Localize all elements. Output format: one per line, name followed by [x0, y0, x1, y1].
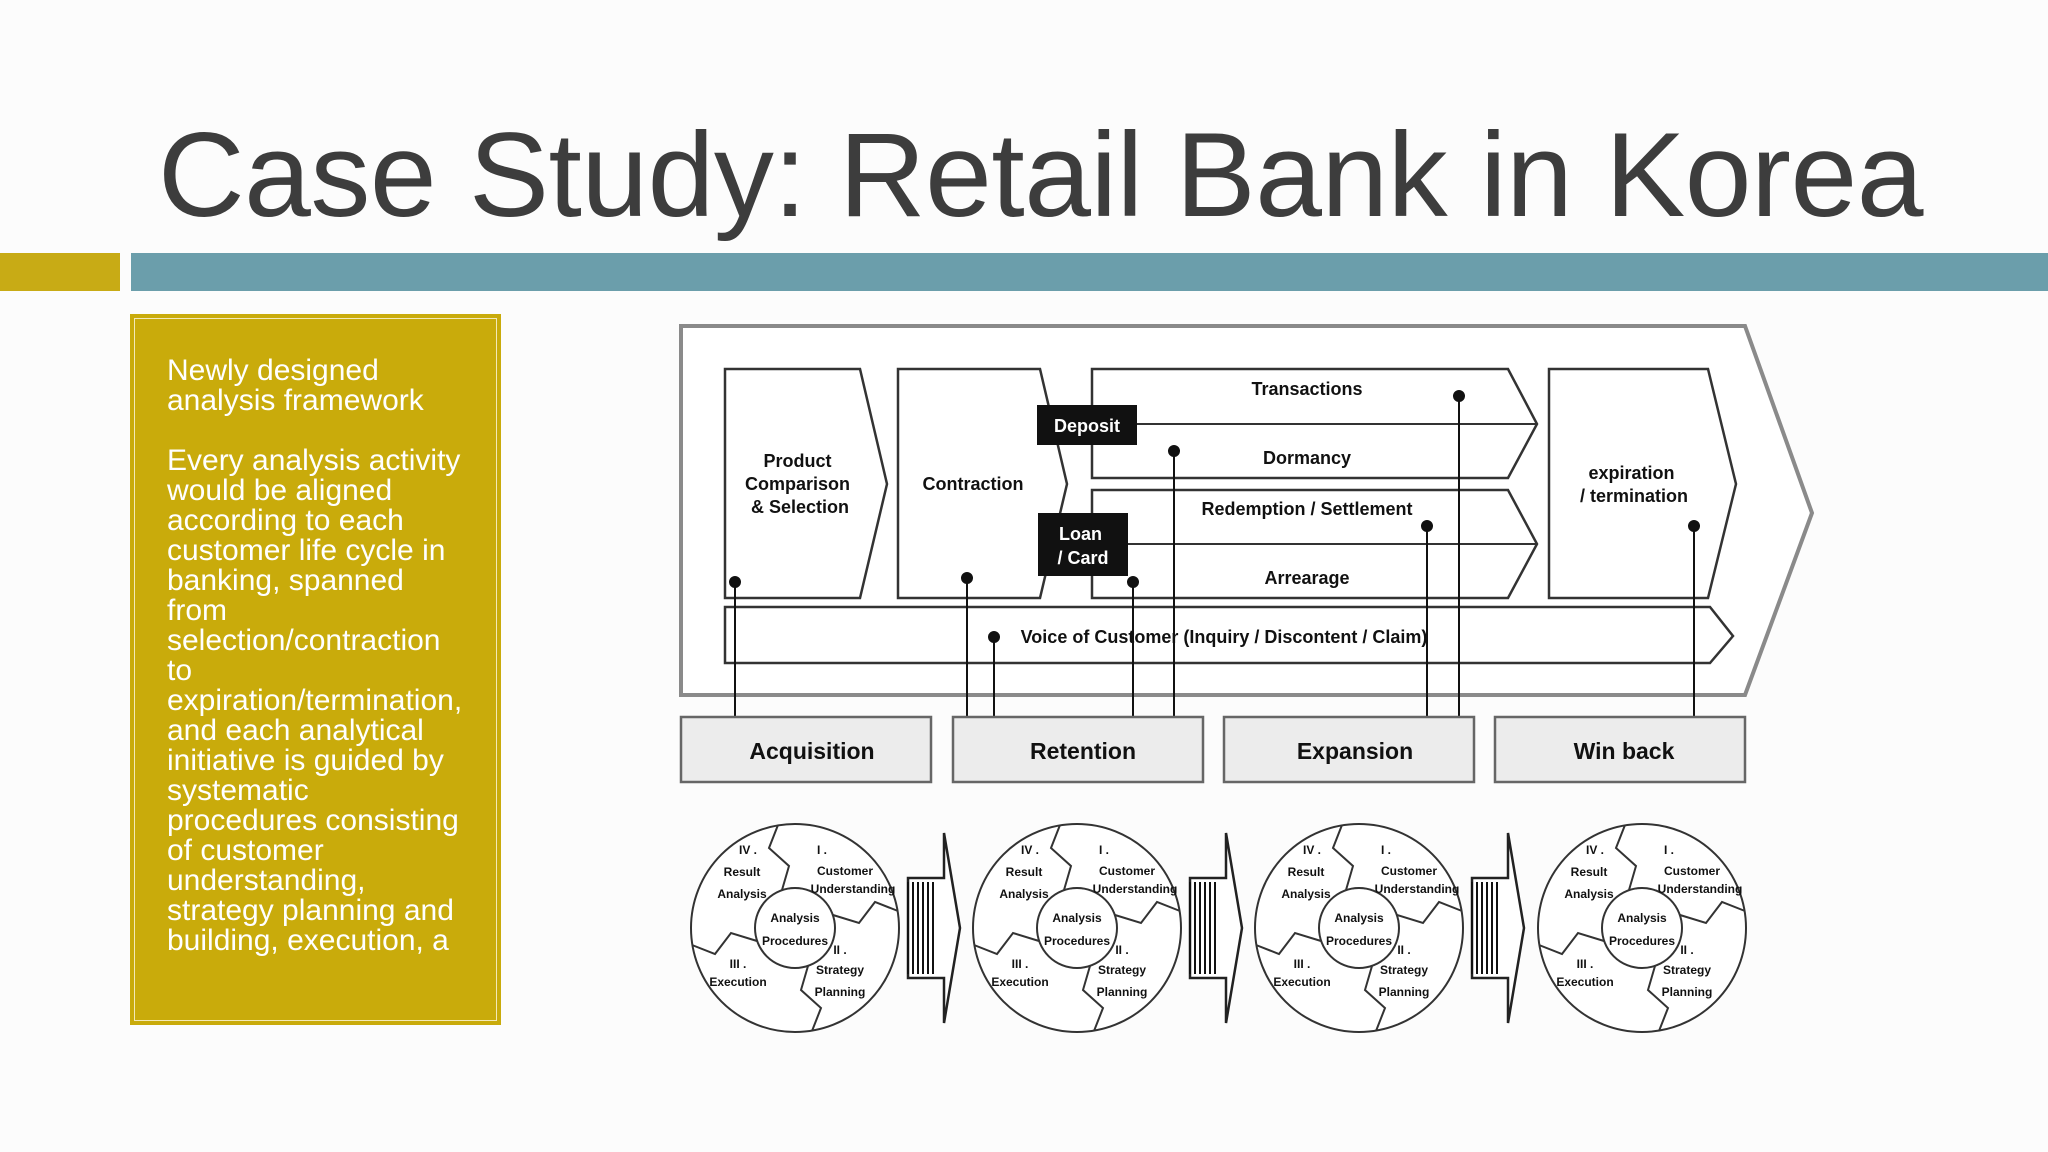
tag-loan-label: Loan / Card [1057, 524, 1108, 568]
textbox-heading: Newly designed analysis framework [167, 354, 424, 417]
stage-product-shape [723, 367, 889, 600]
stage-dormancy-label: Dormancy [1263, 448, 1351, 468]
textbox-body: Every analysis activity would be aligned… [167, 444, 463, 957]
tag-loan [1038, 513, 1128, 576]
phase-retention-label: Retention [1030, 738, 1136, 764]
accent-bar-teal [131, 253, 2048, 291]
svg-text:III .Execution: III .Execution [991, 957, 1048, 989]
stage-contraction-label: Contraction [923, 474, 1024, 494]
stage-product-label: Product Comparison & Selection [745, 451, 855, 517]
accent-bar-gold [0, 253, 120, 291]
phase-winback-box [1493, 715, 1747, 784]
phase-winback-label: Win back [1574, 738, 1675, 764]
svg-text:III .Execution: III .Execution [709, 957, 766, 989]
stage-redemption-label: Redemption / Settlement [1201, 499, 1412, 519]
process-arrow-1 [906, 831, 962, 1034]
description-textbox: Newly designed analysis framework Every … [130, 314, 501, 1025]
svg-text:III .Execution: III .Execution [1556, 957, 1613, 989]
textbox-border [134, 318, 497, 1021]
stage-transactions-label: Transactions [1251, 379, 1362, 399]
phase-acquisition-box [679, 715, 933, 784]
svg-text:III .Execution: III .Execution [1273, 957, 1330, 989]
phase-retention-box [951, 715, 1205, 784]
stage-expiration-label: expiration / termination [1580, 463, 1688, 506]
stage-voc-shape [723, 605, 1735, 665]
phase-expansion-label: Expansion [1297, 738, 1413, 764]
tag-deposit-label: Deposit [1054, 416, 1120, 436]
stage-arrearage-label: Arrearage [1264, 568, 1349, 588]
process-arrow-3 [1470, 831, 1526, 1034]
textbox-content: Newly designed analysis framework Every … [167, 356, 467, 956]
stage-expiration-shape [1547, 367, 1738, 600]
phase-acquisition-label: Acquisition [749, 738, 874, 764]
phase-expansion-box [1222, 715, 1476, 784]
process-arrow-2 [1188, 831, 1244, 1034]
stage-voc-label: Voice of Customer (Inquiry / Discontent … [1021, 627, 1428, 647]
slide-title: Case Study: Retail Bank in Korea [158, 108, 1923, 242]
tag-deposit [1037, 405, 1137, 445]
